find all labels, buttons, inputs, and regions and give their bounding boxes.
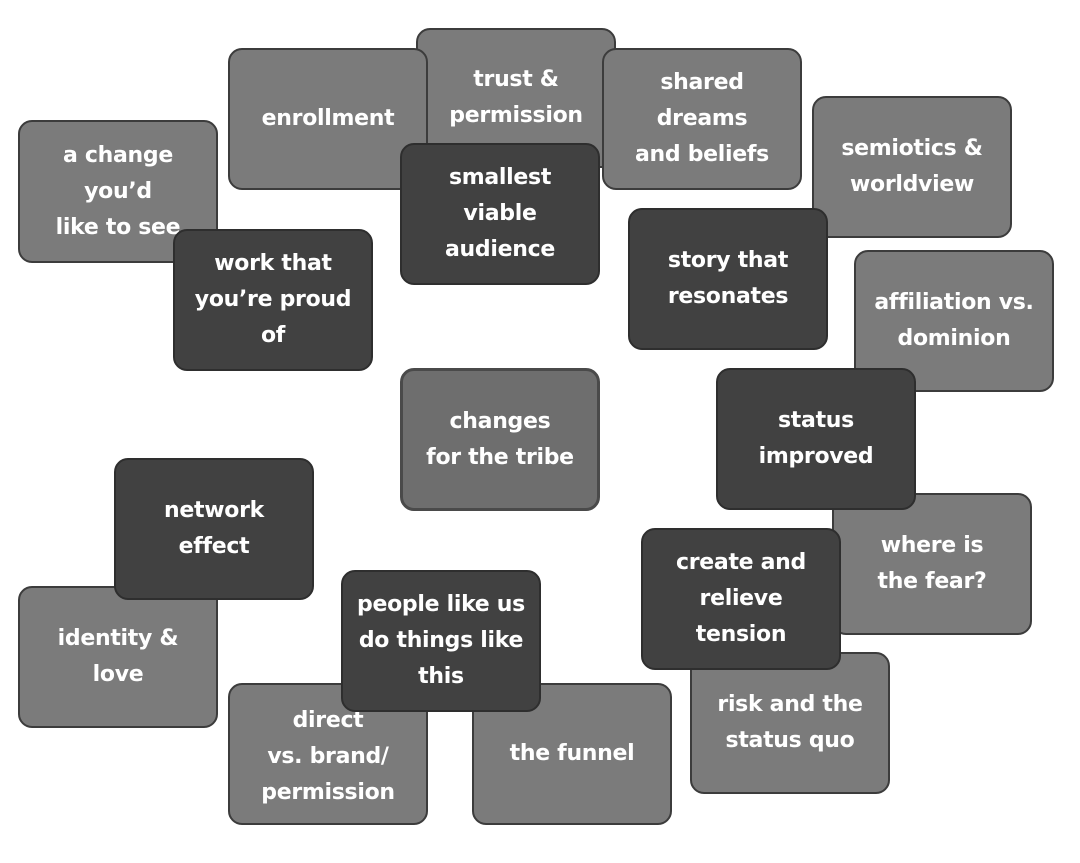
card-status-improved: status improved [716,368,916,510]
card-funnel: the funnel [472,683,672,825]
card-people-like-us: people like us do things like this [341,570,541,712]
card-smallest-viable-audience: smallest viable audience [400,143,600,285]
card-semiotics-worldview: semiotics & worldview [812,96,1012,238]
card-identity-love: identity & love [18,586,218,728]
card-direct-brand-permission: direct vs. brand/ permission [228,683,428,825]
card-changes-for-tribe: changes for the tribe [400,368,600,511]
card-risk-status-quo: risk and the status quo [690,652,890,794]
card-story-resonates: story that resonates [628,208,828,350]
card-enrollment: enrollment [228,48,428,190]
card-shared-dreams: shared dreams and beliefs [602,48,802,190]
card-work-proud: work that you’re proud of [173,229,373,371]
card-where-is-fear: where is the fear? [832,493,1032,635]
card-create-relieve-tension: create and relieve tension [641,528,841,670]
card-network-effect: network effect [114,458,314,600]
